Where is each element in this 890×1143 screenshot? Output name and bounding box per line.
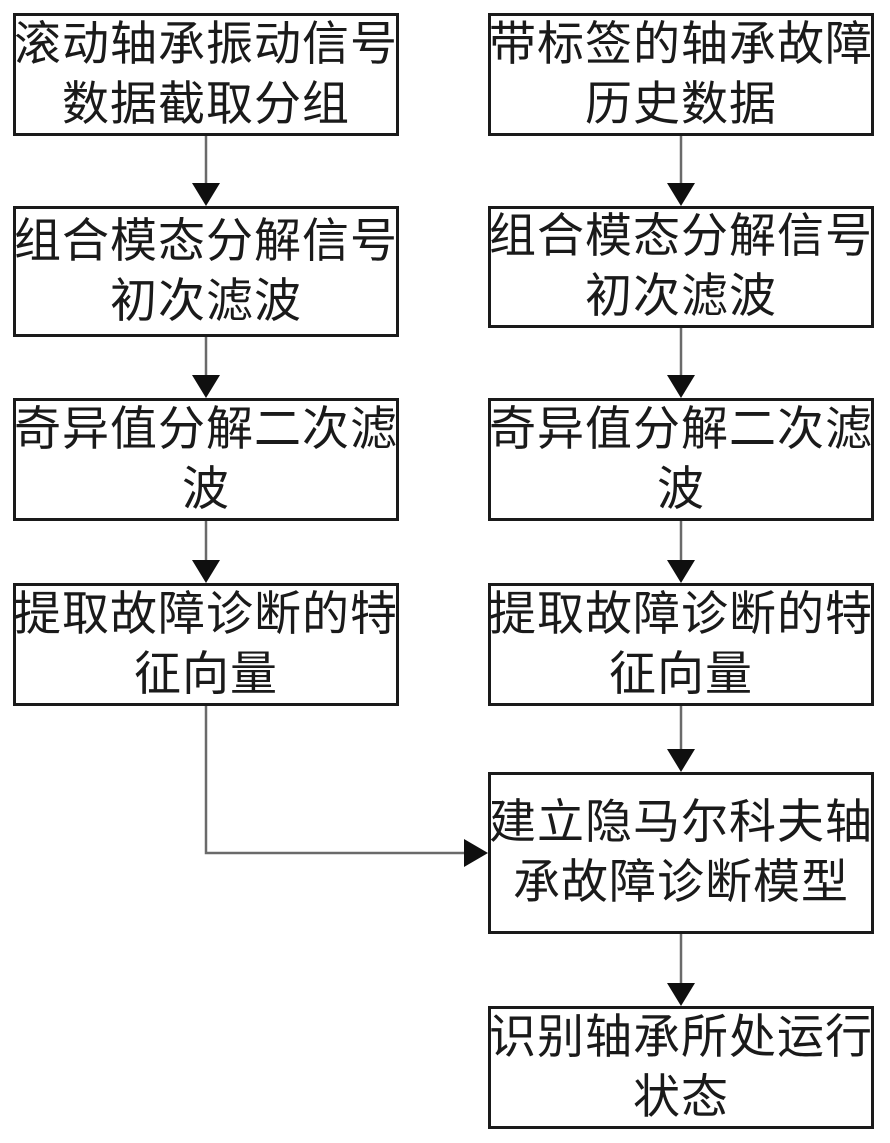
- node-text-line: 奇异值分解二次滤: [14, 401, 398, 457]
- node-text-line: 承故障诊断模型: [513, 855, 849, 910]
- edge-left1-left2-arrowhead-icon: [192, 183, 220, 206]
- node-text-line: 带标签的轴承故障: [489, 16, 873, 72]
- node-text-line: 初次滤波: [110, 273, 302, 329]
- node-text-line: 波: [182, 461, 230, 517]
- node-labeled-fault-history-data: 带标签的轴承故障 历史数据: [488, 13, 874, 136]
- node-text-line: 奇异值分解二次滤: [489, 401, 873, 457]
- node-modal-decomposition-first-filter-left: 组合模态分解信号 初次滤波: [13, 206, 399, 337]
- node-text-line: 组合模态分解信号: [14, 213, 398, 269]
- node-text-line: 组合模态分解信号: [489, 209, 873, 264]
- edge-left3-left4-arrowhead-icon: [192, 560, 220, 583]
- node-feature-vector-extraction-right: 提取故障诊断的特 征向量: [488, 583, 874, 706]
- node-operating-state-recognition: 识别轴承所处运行 状态: [488, 1006, 874, 1129]
- node-text-line: 状态: [633, 1069, 729, 1125]
- node-text-line: 识别轴承所处运行: [489, 1009, 873, 1065]
- node-text-line: 征向量: [609, 646, 753, 702]
- edge-left4-right5-arrowhead-icon: [464, 839, 488, 867]
- edge-right3-right4-arrowhead-icon: [667, 560, 695, 583]
- node-feature-vector-extraction-left: 提取故障诊断的特 征向量: [13, 583, 399, 706]
- edge-left2-left3-arrowhead-icon: [192, 375, 220, 398]
- node-modal-decomposition-first-filter-right: 组合模态分解信号 初次滤波: [488, 206, 874, 328]
- node-text-line: 波: [657, 461, 705, 517]
- edge-right4-right5-arrowhead-icon: [667, 749, 695, 772]
- node-svd-second-filter-left: 奇异值分解二次滤 波: [13, 398, 399, 521]
- node-text-line: 提取故障诊断的特: [14, 586, 398, 642]
- node-text-line: 建立隐马尔科夫轴: [489, 795, 873, 850]
- node-text-line: 历史数据: [585, 76, 777, 132]
- edge-left4-right5-line: [204, 706, 466, 855]
- edge-right5-right6-arrowhead-icon: [667, 983, 695, 1006]
- edge-right1-right2-arrowhead-icon: [667, 183, 695, 206]
- node-hidden-markov-diagnosis-model: 建立隐马尔科夫轴 承故障诊断模型: [488, 772, 874, 934]
- node-vibration-signal-grouping: 滚动轴承振动信号 数据截取分组: [13, 13, 399, 136]
- node-text-line: 初次滤波: [585, 269, 777, 324]
- edge-right2-right3-arrowhead-icon: [667, 375, 695, 398]
- node-text-line: 征向量: [134, 646, 278, 702]
- node-svd-second-filter-right: 奇异值分解二次滤 波: [488, 398, 874, 521]
- node-text-line: 提取故障诊断的特: [489, 586, 873, 642]
- node-text-line: 滚动轴承振动信号: [14, 16, 398, 72]
- node-text-line: 数据截取分组: [62, 76, 350, 132]
